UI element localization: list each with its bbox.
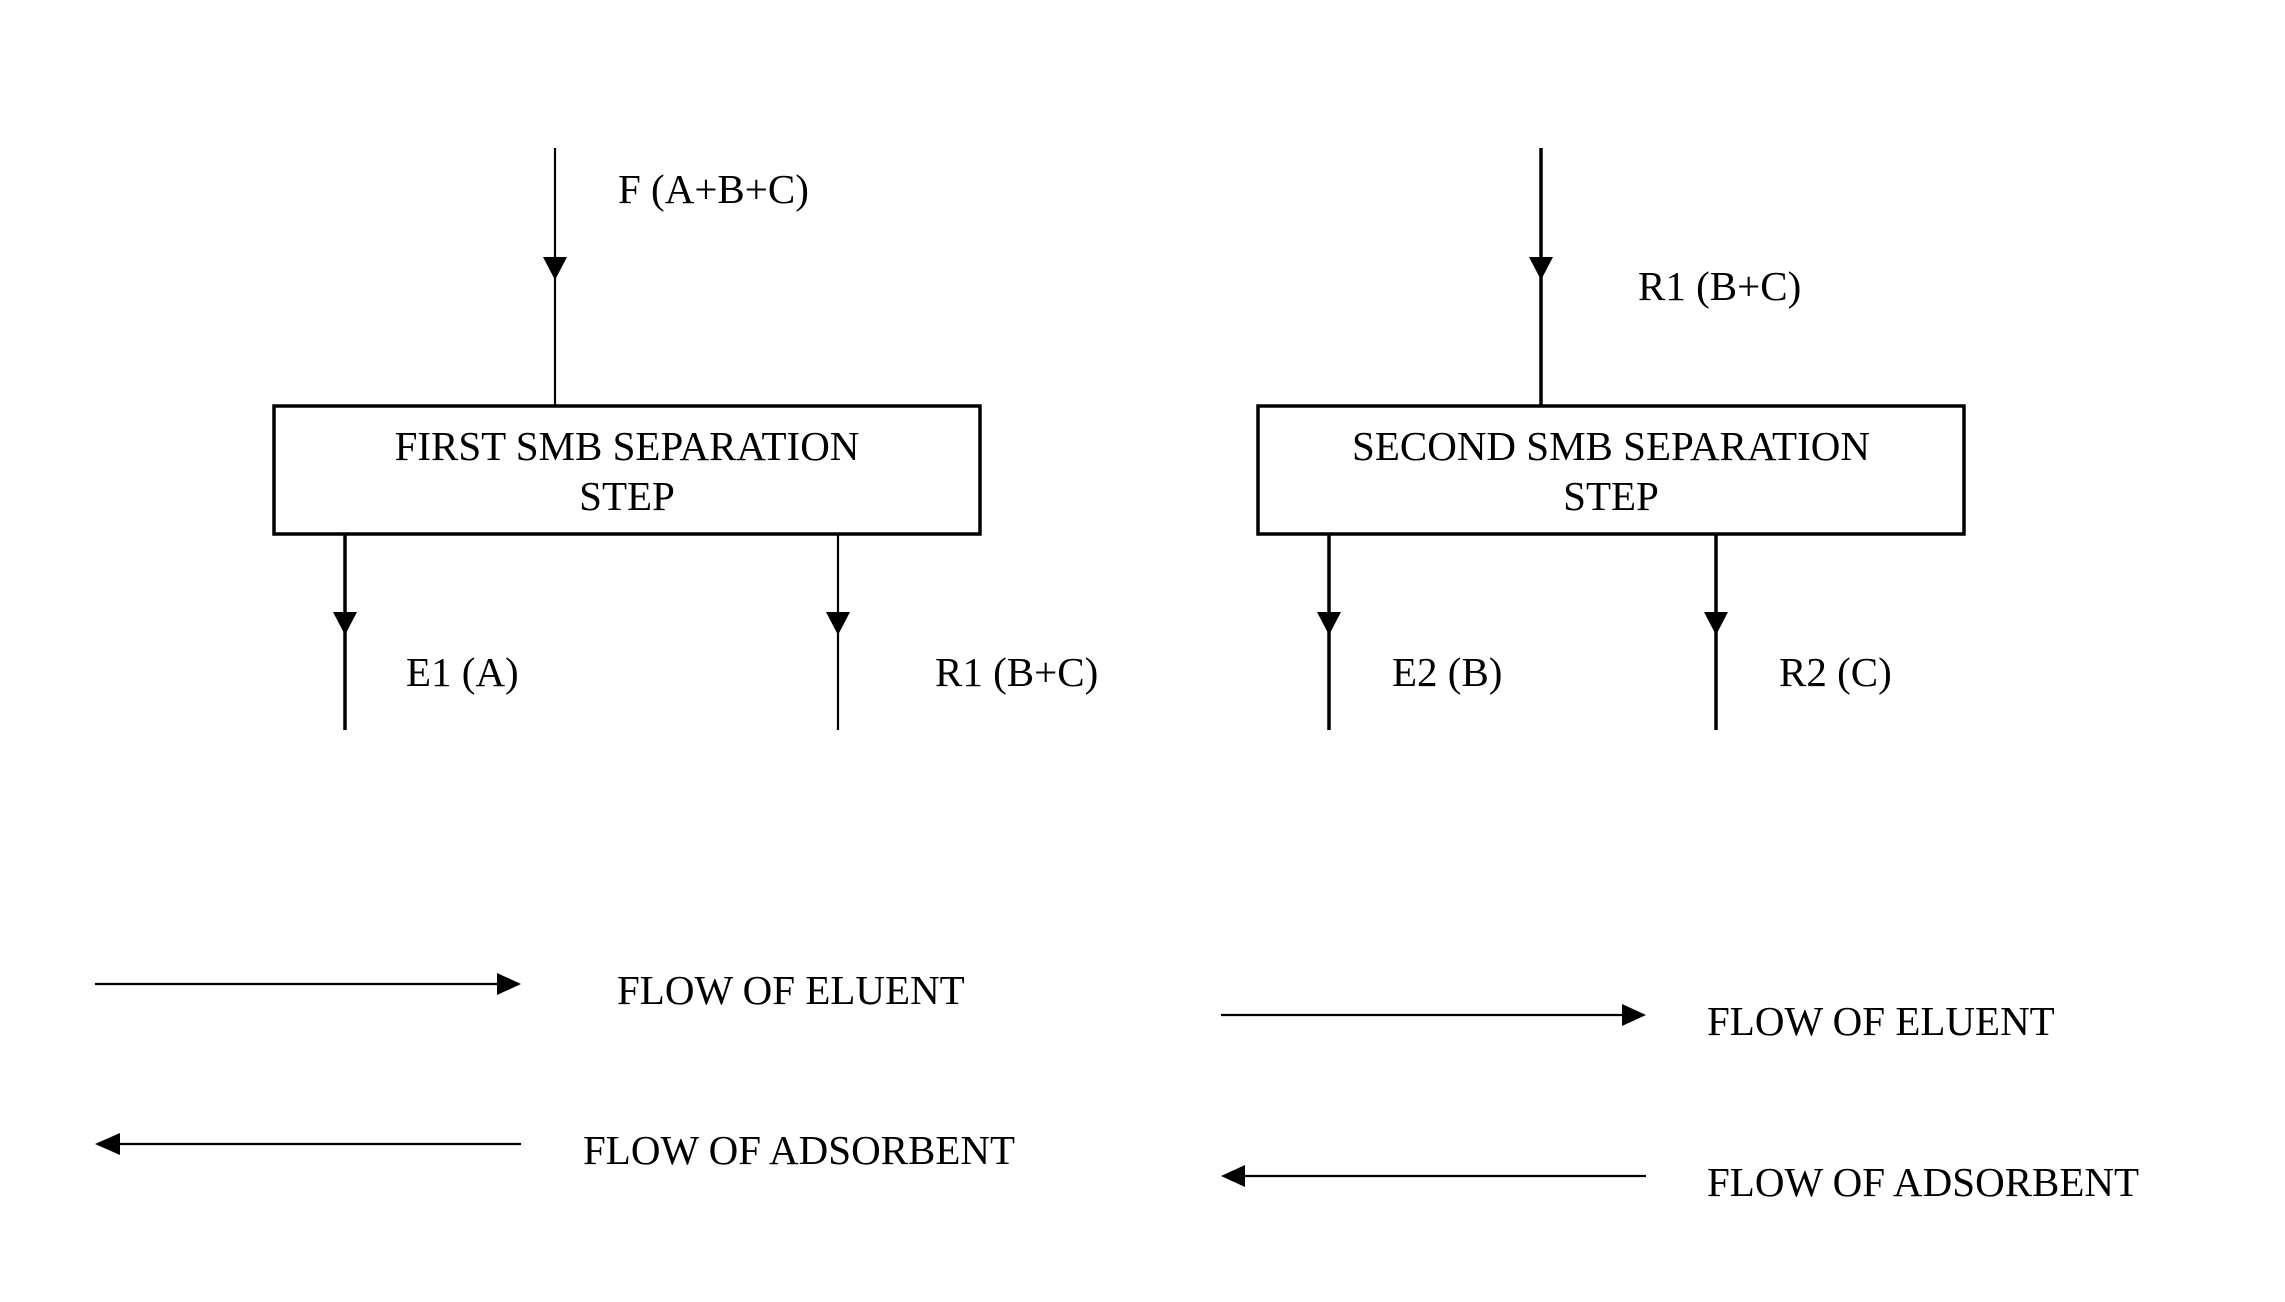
first-smb-step-group: F (A+B+C) FIRST SMB SEPARATION STEP E1 (… — [274, 148, 1098, 730]
raffinate-label-step2: R2 (C) — [1779, 649, 1892, 695]
legend-right: FLOW OF ELUENT FLOW OF ADSORBENT — [1221, 998, 2139, 1205]
adsorbent-legend-label-left: FLOW OF ADSORBENT — [583, 1127, 1015, 1173]
eluent-arrowhead-left — [497, 973, 521, 995]
second-smb-step-title-line1: SECOND SMB SEPARATION — [1352, 423, 1870, 469]
eluent-legend-label-left: FLOW OF ELUENT — [617, 967, 965, 1013]
raffinate-arrowhead-step2 — [1704, 612, 1728, 635]
first-smb-step-title-line1: FIRST SMB SEPARATION — [395, 423, 860, 469]
first-smb-step-title-line2: STEP — [579, 473, 675, 519]
raffinate-arrowhead-step1 — [826, 612, 850, 635]
extract-label-step2: E2 (B) — [1392, 649, 1502, 695]
second-smb-step-group: R1 (B+C) SECOND SMB SEPARATION STEP E2 (… — [1258, 148, 1964, 730]
raffinate-label-step1: R1 (B+C) — [935, 649, 1098, 695]
eluent-arrowhead-right — [1622, 1004, 1646, 1026]
extract-arrowhead-step1 — [333, 612, 357, 635]
adsorbent-legend-label-right: FLOW OF ADSORBENT — [1707, 1159, 2139, 1205]
extract-arrowhead-step2 — [1317, 612, 1341, 635]
second-smb-step-title-line2: STEP — [1563, 473, 1659, 519]
adsorbent-arrowhead-right — [1221, 1165, 1245, 1187]
feed-arrowhead-step2 — [1529, 257, 1553, 280]
extract-label-step1: E1 (A) — [406, 649, 519, 695]
feed-label-step2: R1 (B+C) — [1638, 263, 1801, 309]
adsorbent-arrowhead-left — [95, 1133, 120, 1155]
eluent-legend-label-right: FLOW OF ELUENT — [1707, 998, 2055, 1044]
legend-left: FLOW OF ELUENT FLOW OF ADSORBENT — [95, 967, 1015, 1173]
feed-label-step1: F (A+B+C) — [618, 166, 809, 212]
feed-arrowhead-step1 — [543, 257, 567, 280]
